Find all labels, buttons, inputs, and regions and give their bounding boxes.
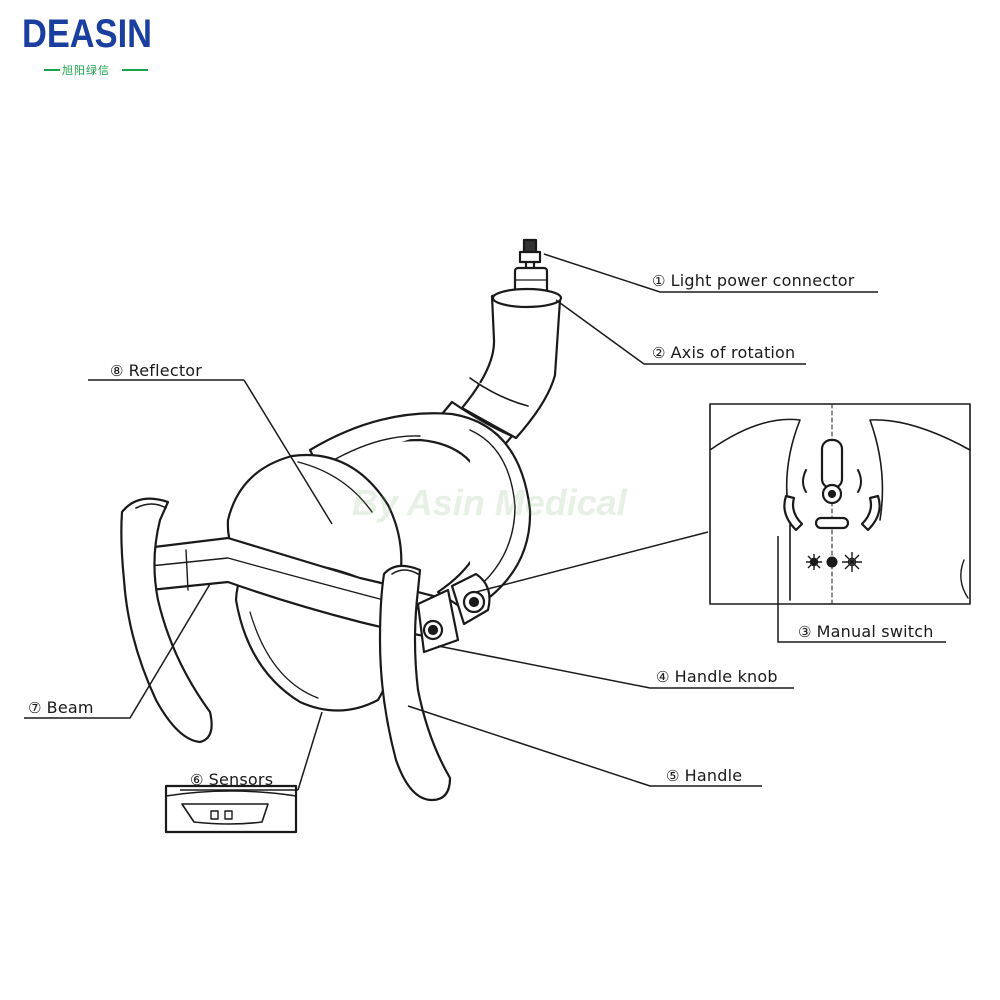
sun-dim-icon: [806, 554, 822, 570]
right-handle-icon: [378, 564, 452, 802]
leader-light-power-connector: [543, 253, 878, 293]
brand-name: DEASIN: [22, 12, 152, 56]
leader-sensors: [297, 711, 323, 791]
power-connector-icon: [513, 238, 549, 298]
watermark-text: By Asin Medical: [352, 482, 627, 523]
sun-bright-icon: [842, 552, 862, 572]
leader-handle-knob: [437, 645, 794, 689]
brand-logo: DEASIN 旭阳绿信: [18, 12, 168, 77]
leader-manual-switch: [777, 536, 946, 643]
leader-handle: [407, 705, 762, 787]
housing-band: [308, 412, 532, 614]
handle-knob-icon: [416, 572, 491, 654]
leader-manual-switch-left: [475, 531, 709, 593]
sensor-detail-icon: [164, 784, 298, 834]
leader-axis-of-rotation: [555, 299, 806, 365]
left-handle-icon: [120, 497, 213, 744]
leader-reflector: [243, 379, 333, 525]
switch-symbols: [806, 552, 862, 572]
switch-detail-icon: [709, 403, 971, 605]
brand-subtitle: 旭阳绿信: [62, 64, 110, 77]
brand-line-right: [122, 69, 148, 71]
brand-line-left: [44, 69, 60, 71]
dot-icon: [826, 556, 838, 568]
leader-beam: [24, 583, 211, 719]
